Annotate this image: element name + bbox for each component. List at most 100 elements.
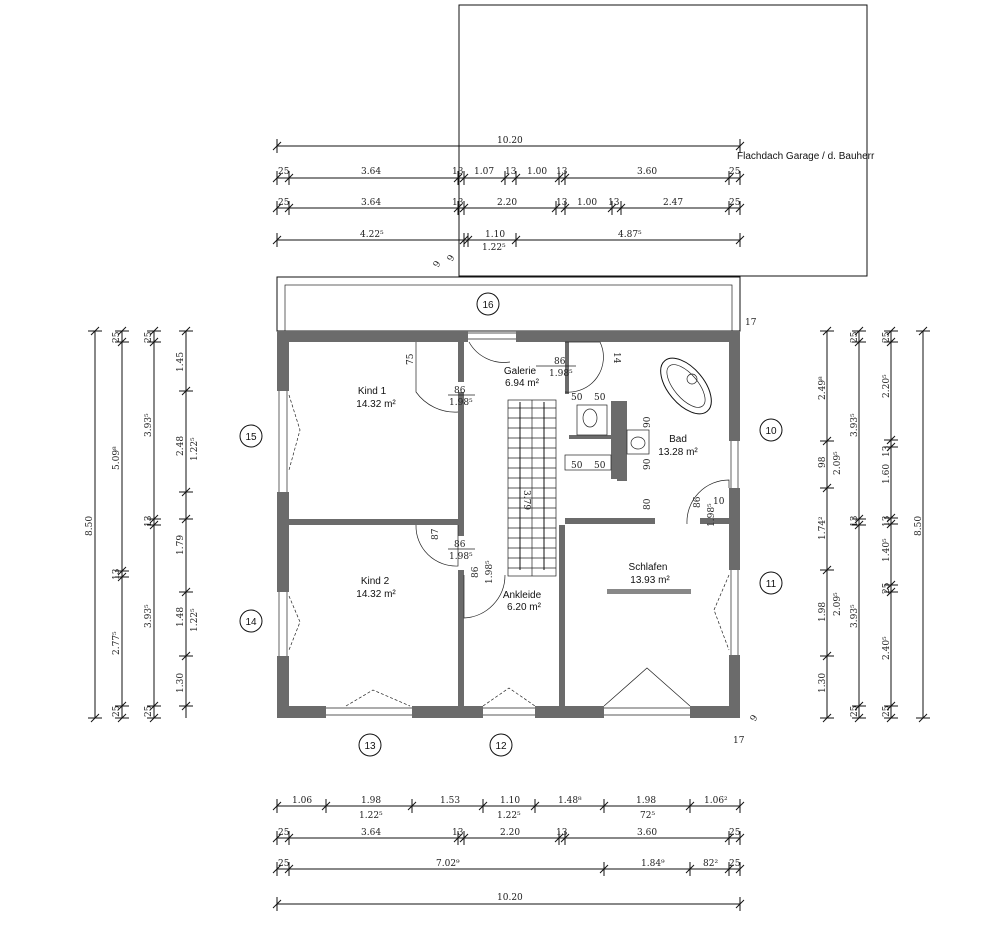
svg-text:2.09⁵: 2.09⁵: [833, 451, 843, 475]
top-dimension-lines: [272, 139, 745, 247]
svg-text:2.77⁵: 2.77⁵: [112, 631, 122, 655]
svg-text:25: 25: [112, 331, 122, 343]
svg-text:90: 90: [643, 458, 653, 470]
svg-text:3.64: 3.64: [361, 198, 381, 208]
svg-text:16: 16: [482, 300, 494, 311]
svg-text:1.30: 1.30: [818, 673, 828, 693]
svg-text:25: 25: [850, 331, 860, 343]
svg-text:17: 17: [733, 736, 745, 746]
svg-text:1.07: 1.07: [474, 167, 494, 177]
room-label-kind1: Kind 1: [358, 386, 387, 397]
svg-text:3.79: 3.79: [521, 490, 531, 510]
svg-text:10.20: 10.20: [497, 893, 523, 903]
svg-text:25: 25: [144, 705, 154, 717]
svg-text:13: 13: [112, 568, 122, 580]
svg-text:3.64: 3.64: [361, 167, 381, 177]
svg-text:4.87⁵: 4.87⁵: [618, 230, 642, 240]
bottom-dimension-lines: [272, 799, 745, 911]
svg-text:13: 13: [556, 167, 568, 177]
svg-text:25: 25: [144, 331, 154, 343]
svg-text:3.93⁵: 3.93⁵: [144, 413, 154, 437]
svg-text:2.20⁵: 2.20⁵: [882, 374, 892, 398]
svg-text:2.47: 2.47: [663, 198, 683, 208]
svg-text:25: 25: [278, 828, 290, 838]
svg-text:15: 15: [245, 432, 257, 443]
svg-text:1.22⁵: 1.22⁵: [359, 811, 383, 821]
svg-text:11: 11: [766, 579, 777, 590]
inner-walls: [289, 342, 740, 706]
svg-text:1.48: 1.48: [176, 607, 186, 627]
svg-text:80: 80: [643, 498, 653, 510]
svg-text:82²: 82²: [703, 859, 718, 869]
svg-text:50: 50: [594, 393, 606, 403]
svg-text:3.60: 3.60: [637, 828, 657, 838]
svg-text:90: 90: [643, 416, 653, 428]
svg-text:2.48: 2.48: [176, 436, 186, 456]
svg-text:13: 13: [452, 167, 464, 177]
svg-text:13: 13: [556, 828, 568, 838]
svg-text:2.20: 2.20: [500, 828, 520, 838]
svg-text:50: 50: [571, 461, 583, 471]
svg-text:10: 10: [765, 426, 777, 437]
svg-text:1.84⁹: 1.84⁹: [641, 859, 665, 869]
room-label-bad: Bad: [669, 434, 687, 445]
svg-text:9: 9: [749, 713, 761, 723]
left-dimension-labels: 8.50 5.09⁸ 2.77⁵ 25 13 25 3.93⁵ 3.93⁵ 25…: [85, 331, 200, 717]
svg-text:25: 25: [882, 705, 892, 717]
room-area-ankleide: 6.20 m²: [507, 602, 542, 613]
svg-text:86: 86: [693, 496, 703, 508]
svg-text:25: 25: [278, 198, 290, 208]
svg-text:10.20: 10.20: [497, 136, 523, 146]
bathtub: [660, 357, 712, 415]
svg-text:3.93⁵: 3.93⁵: [850, 413, 860, 437]
axis-markers: 16 15 14 13 12 10 11: [239, 292, 783, 757]
svg-text:13: 13: [452, 198, 464, 208]
svg-text:1.00: 1.00: [577, 198, 597, 208]
room-label-galerie: Galerie: [504, 366, 537, 377]
svg-text:1.06²: 1.06²: [704, 796, 728, 806]
svg-text:13: 13: [882, 515, 892, 527]
door-dimensions: 86 1.98⁵ 75 86 1.98⁵ 86 1.98⁵ 87 86 1.98…: [406, 352, 725, 584]
svg-text:14: 14: [245, 617, 257, 628]
svg-text:1.22⁵: 1.22⁵: [482, 243, 506, 253]
svg-text:13: 13: [882, 445, 892, 457]
svg-text:2.40⁵: 2.40⁵: [882, 636, 892, 660]
left-dimension-lines: [88, 326, 193, 723]
schlafen-wardrobe: [607, 589, 691, 594]
room-area-bad: 13.28 m²: [658, 447, 698, 458]
svg-text:1.98: 1.98: [361, 796, 381, 806]
svg-text:1.79: 1.79: [176, 535, 186, 555]
doors: [415, 341, 730, 619]
bottom-dimension-labels: 1.06 1.98 1.53 1.10 1.48⁸ 1.98 1.06² 1.2…: [278, 713, 761, 903]
svg-text:1.10: 1.10: [500, 796, 520, 806]
svg-text:25: 25: [729, 198, 741, 208]
top-dimension-labels: 10.20 25 3.64 13 1.07 13 1.00 13 3.60 25…: [278, 136, 741, 270]
room-area-schlafen: 13.93 m²: [630, 575, 670, 586]
svg-text:25: 25: [850, 705, 860, 717]
svg-text:50: 50: [571, 393, 583, 403]
svg-text:13: 13: [608, 198, 620, 208]
galerie-railing: [564, 454, 612, 471]
svg-text:1.22⁵: 1.22⁵: [497, 811, 521, 821]
svg-text:1.10: 1.10: [485, 230, 505, 240]
svg-text:25: 25: [882, 582, 892, 594]
svg-text:8.50: 8.50: [914, 516, 924, 536]
svg-text:25: 25: [278, 167, 290, 177]
garage-note: Flachdach Garage / d. Bauherr: [737, 151, 875, 162]
svg-text:13: 13: [850, 515, 860, 527]
room-area-galerie: 6.94 m²: [505, 378, 540, 389]
svg-text:2.20: 2.20: [497, 198, 517, 208]
svg-text:75: 75: [406, 353, 416, 365]
svg-text:25: 25: [729, 167, 741, 177]
svg-text:25: 25: [112, 705, 122, 717]
stair: [507, 399, 557, 577]
svg-text:3.60: 3.60: [637, 167, 657, 177]
svg-text:2.09⁵: 2.09⁵: [833, 592, 843, 616]
svg-text:12: 12: [495, 741, 507, 752]
outer-walls: [277, 331, 740, 718]
svg-text:86: 86: [454, 386, 466, 396]
svg-text:98: 98: [818, 456, 828, 468]
right-dimension-labels: 2.49⁸ 98 1.74² 1.98 1.30 2.09⁵ 2.09⁵ 25 …: [745, 318, 924, 717]
svg-text:13: 13: [364, 741, 376, 752]
